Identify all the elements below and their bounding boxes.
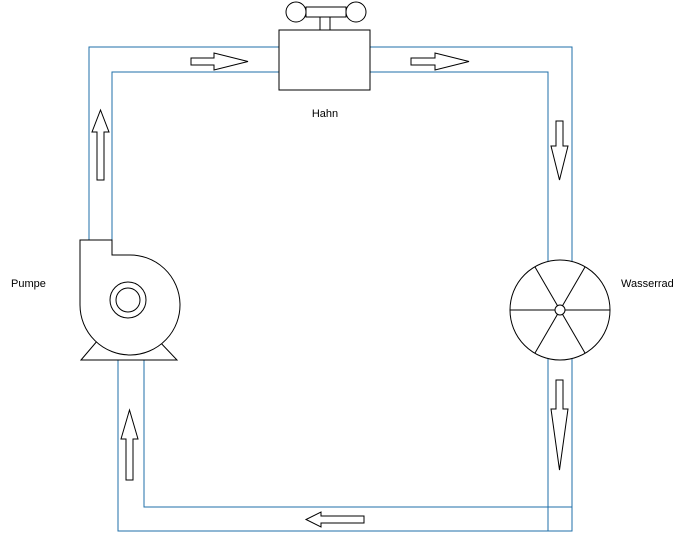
waterwheel-label: Wasserrad <box>621 278 674 290</box>
flow-arrow-icon-top-right <box>410 52 470 71</box>
flow-arrow-icon-right-lower <box>550 379 569 471</box>
wheel-hub <box>554 304 566 316</box>
tap-label: Hahn <box>312 108 338 120</box>
pump-label: Pumpe <box>11 278 46 290</box>
tap-handle-right-knob <box>345 1 367 23</box>
water-wheel-icon <box>509 259 611 361</box>
flow-arrows <box>91 52 569 528</box>
tap-valve-icon <box>278 1 371 91</box>
tap-handle-left-knob <box>285 1 307 23</box>
pipe-inner-wall <box>111 71 572 531</box>
flow-arrow-icon-bottom <box>304 511 365 528</box>
tap-body <box>278 29 371 91</box>
flow-arrow-icon-right-upper <box>550 120 569 181</box>
flow-arrow-icon-top-left <box>190 52 249 71</box>
flow-arrow-icon-upper-left <box>91 108 110 181</box>
tap-handle-bar <box>305 6 347 18</box>
flow-arrow-icon-lower-left <box>120 408 139 481</box>
centrifugal-pump-icon <box>79 239 181 361</box>
tap-stem <box>319 16 331 31</box>
pump-impeller-inner <box>115 287 141 313</box>
